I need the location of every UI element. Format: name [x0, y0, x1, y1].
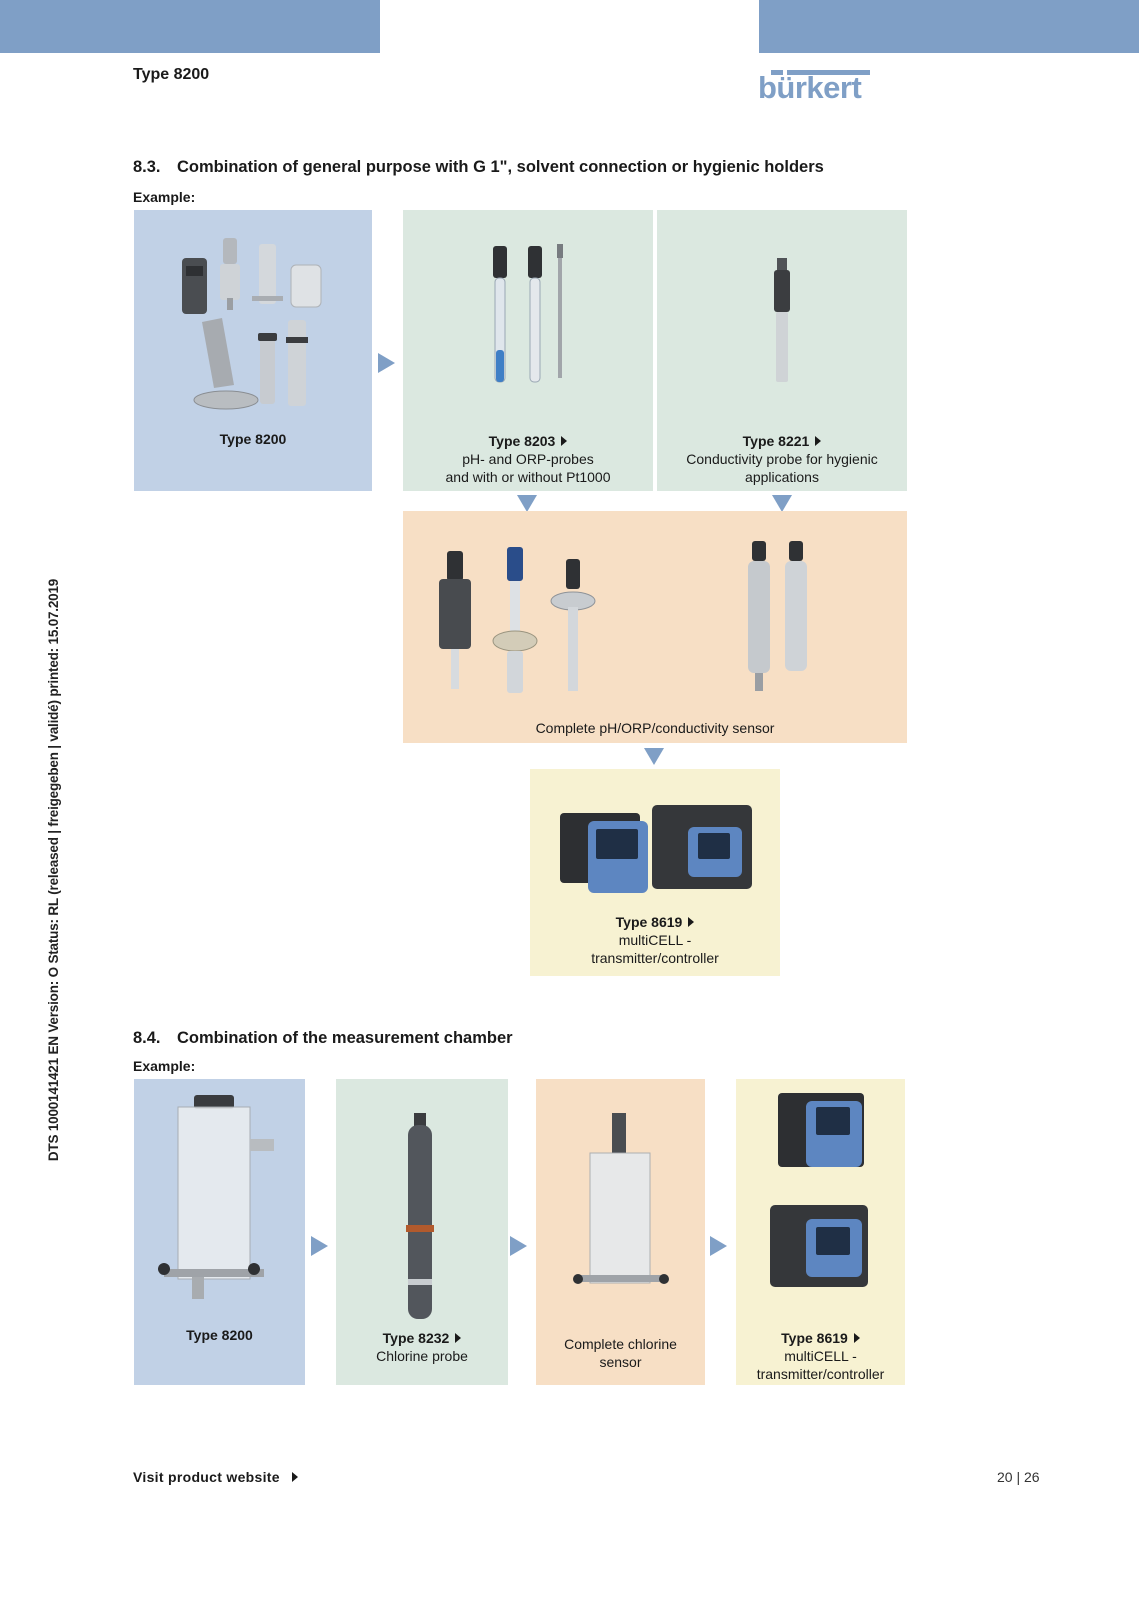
- link-arrow-icon[interactable]: [561, 436, 568, 446]
- arrow-down-icon: [517, 495, 537, 512]
- link-arrow-icon[interactable]: [815, 436, 822, 446]
- arrow-down-icon: [772, 495, 792, 512]
- link-arrow-icon[interactable]: [455, 1333, 462, 1343]
- section-84-example-label: Example:: [133, 1058, 196, 1074]
- transmitter-8619-box-2: Type 8619 multiCELL - transmitter/contro…: [736, 1079, 905, 1385]
- probe-8221-box: Type 8221 Conductivity probe for hygieni…: [657, 210, 907, 491]
- link-arrow-icon[interactable]: [291, 1472, 298, 1482]
- probe-8232-box: Type 8232 Chlorine probe: [336, 1079, 508, 1385]
- ph-probes-image: [493, 244, 563, 383]
- link-arrow-icon[interactable]: [853, 1333, 860, 1343]
- holder-8200-box: Type 8200: [134, 210, 372, 491]
- header-bar-left: [0, 0, 380, 53]
- probe-8203-desc1: pH- and ORP-probes: [462, 451, 594, 467]
- holder-8200-title: Type 8200: [219, 431, 287, 447]
- section-83-example-label: Example:: [133, 189, 196, 205]
- transmitter-desc1-2: multiCELL -: [784, 1348, 857, 1364]
- probe-8203-title: Type 8203: [488, 433, 556, 449]
- complete-sensor-caption: Complete pH/ORP/conductivity sensor: [535, 720, 775, 736]
- visit-website-link[interactable]: Visit product website: [133, 1469, 298, 1485]
- transmitter-8619-box: Type 8619 multiCELL - transmitter/contro…: [530, 769, 780, 976]
- transmitter-8619-title-2: Type 8619: [781, 1330, 848, 1346]
- probe-8221-desc1: Conductivity probe for hygienic: [686, 451, 878, 467]
- holder-parts-image: [182, 238, 322, 410]
- section-84-title: 8.4.Combination of the measurement chamb…: [133, 1029, 513, 1047]
- page-number: 20 | 26: [997, 1469, 1040, 1485]
- measurement-chamber-image: [158, 1095, 274, 1299]
- document-type: Type 8200: [133, 66, 210, 83]
- transmitter-desc1: multiCELL -: [618, 932, 692, 948]
- burkert-logo: bürkert: [758, 70, 870, 106]
- conductivity-probe-image: [774, 258, 790, 382]
- chamber-8200-box: Type 8200: [134, 1079, 305, 1385]
- section-83-title: 8.3.Combination of general purpose with …: [133, 158, 824, 176]
- chamber-8200-title: Type 8200: [186, 1327, 253, 1343]
- header-bar-right: [759, 0, 1139, 53]
- transmitter-image: [560, 805, 752, 893]
- transmitter-image-2: [770, 1093, 868, 1287]
- chlorine-sensor-desc1: Complete chlorine: [564, 1336, 677, 1352]
- arrow-right-icon: [510, 1236, 527, 1256]
- chlorine-sensor-desc2: sensor: [599, 1354, 642, 1370]
- transmitter-8619-title: Type 8619: [615, 914, 683, 930]
- chlorine-probe-image: [406, 1113, 434, 1319]
- link-arrow-icon[interactable]: [688, 917, 695, 927]
- chlorine-sensor-image: [573, 1113, 669, 1284]
- probe-8203-box: Type 8203 pH- and ORP-probes and with or…: [403, 210, 653, 491]
- arrow-down-icon: [644, 748, 664, 765]
- complete-sensors-image: [439, 541, 807, 693]
- chlorine-sensor-box: Complete chlorine sensor: [536, 1079, 705, 1385]
- arrow-right-icon: [378, 353, 395, 373]
- probe-8221-title: Type 8221: [742, 433, 810, 449]
- complete-sensor-box: Complete pH/ORP/conductivity sensor: [403, 511, 907, 743]
- transmitter-desc2-2: transmitter/controller: [756, 1366, 885, 1382]
- probe-8203-desc2: and with or without Pt1000: [445, 469, 611, 485]
- probe-8232-desc: Chlorine probe: [376, 1348, 468, 1364]
- arrow-right-icon: [710, 1236, 727, 1256]
- transmitter-desc2: transmitter/controller: [591, 950, 719, 966]
- arrow-right-icon: [311, 1236, 328, 1256]
- document-status-line: DTS 1000141421 EN Version: O Status: RL …: [46, 578, 61, 1162]
- probe-8221-desc2: applications: [745, 469, 819, 485]
- probe-8232-title: Type 8232: [382, 1330, 450, 1346]
